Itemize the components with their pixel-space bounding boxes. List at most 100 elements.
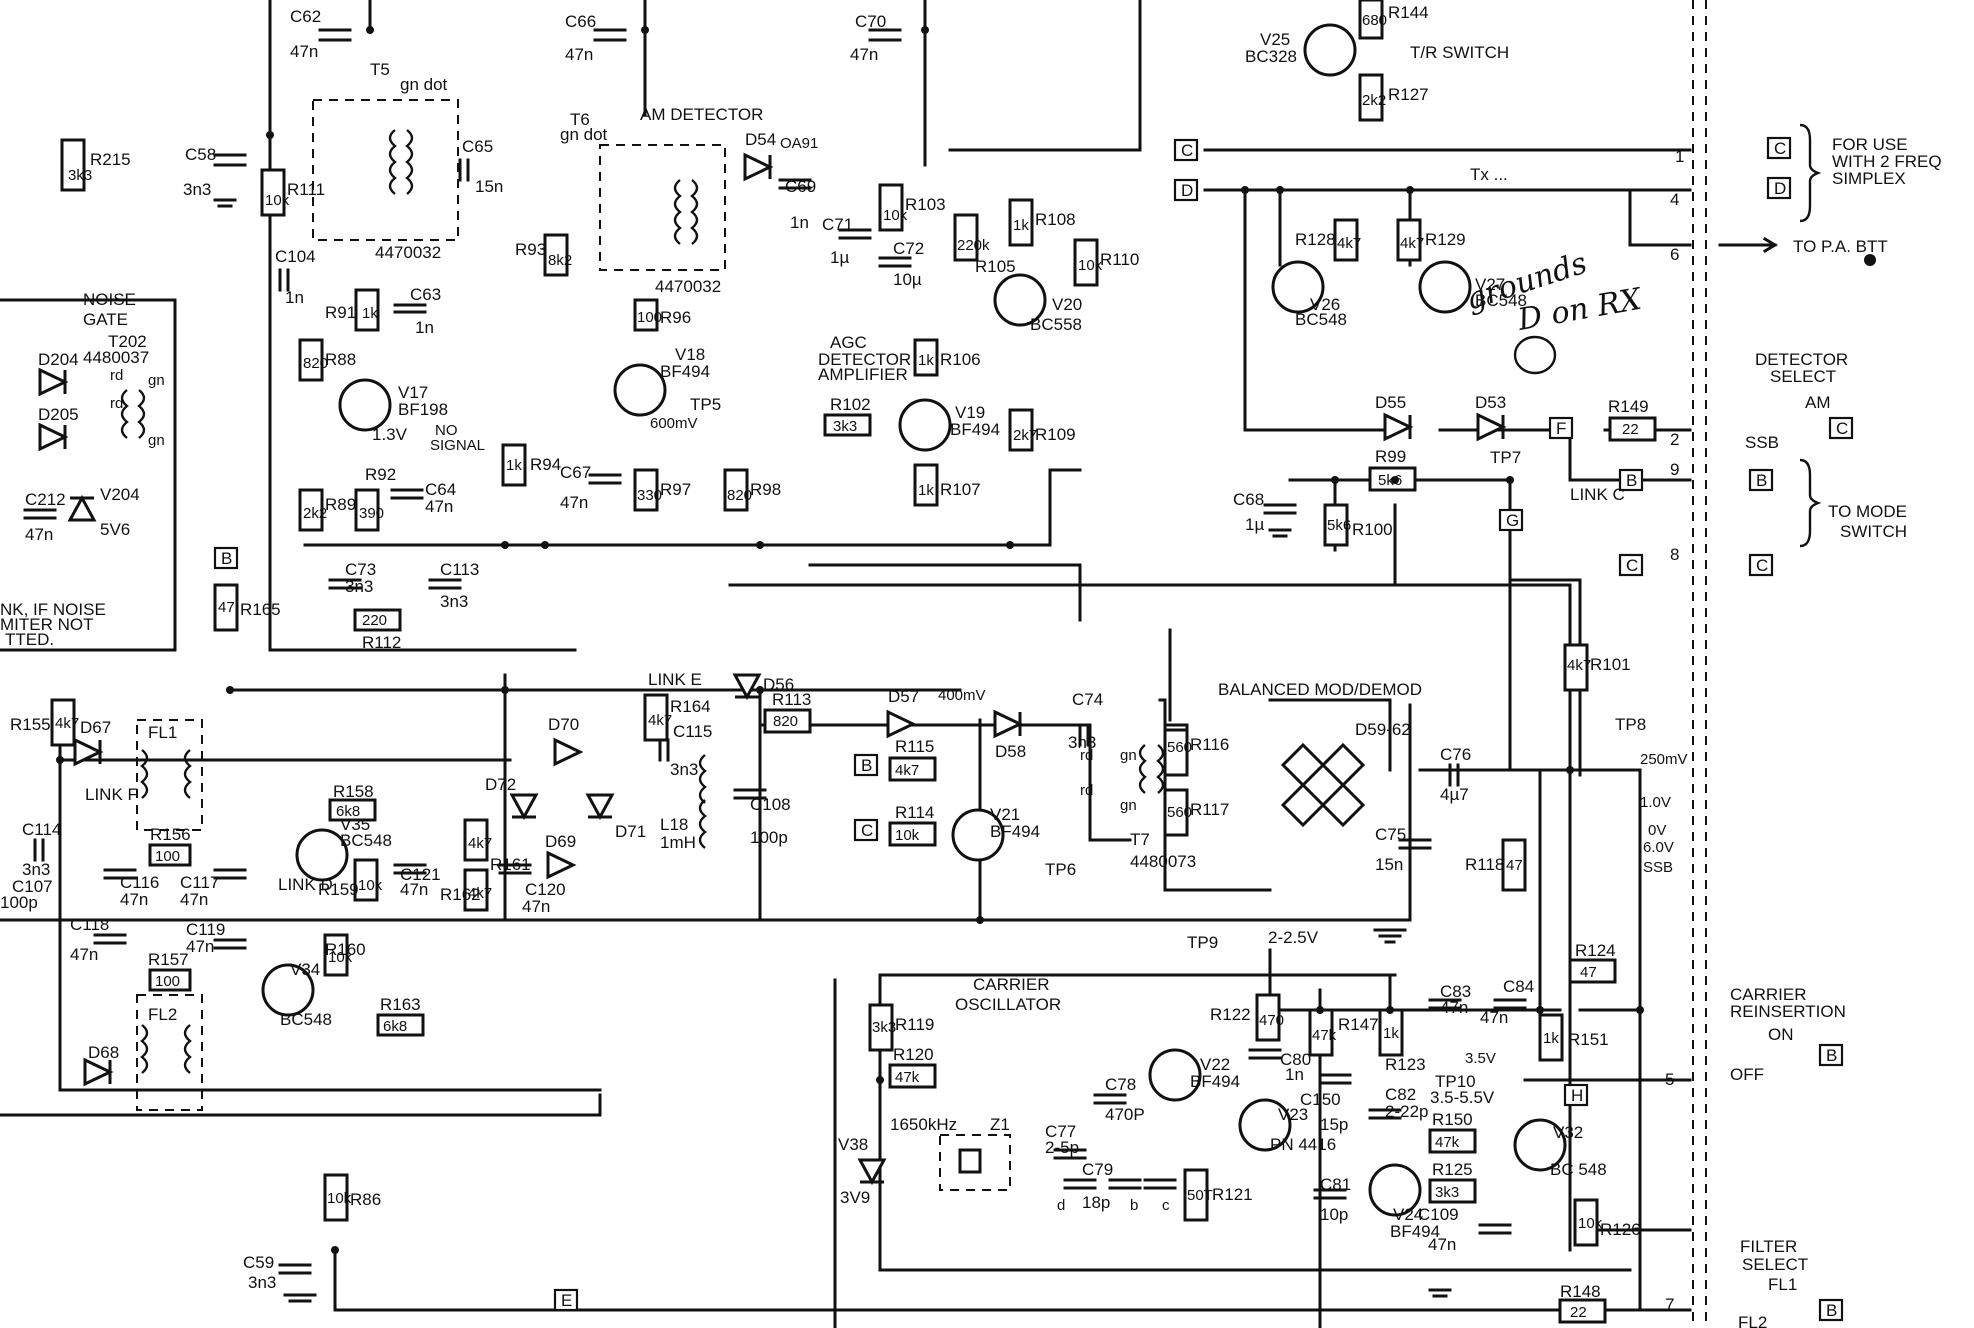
c63-ref: C63 [410,285,441,304]
r102-value: 3k3 [833,418,857,435]
c83-value: 47n [1440,998,1468,1017]
r109-ref: R109 [1035,425,1076,444]
c116-value: 47n [120,890,148,909]
r160-ref: R160 [325,940,366,959]
c117-ref: C117 [180,873,219,892]
v32-ref: V32 [1553,1123,1583,1142]
c66-ref: C66 [565,12,596,31]
c79-b: b [1130,1197,1138,1214]
tp10-level: 3.5-5.5V [1430,1088,1495,1107]
c121-value: 47n [400,880,428,899]
link-d-label: LINK D [278,875,333,894]
r93-value: 8k2 [548,252,572,269]
c67-ref: C67 [560,463,591,482]
c79-value: 18p [1082,1193,1110,1212]
r105-value: 220k [957,237,990,254]
r115-value: 4k7 [895,762,919,779]
t7-gn-top: gn [1120,747,1137,764]
oscillator-label: OSCILLATOR [955,995,1061,1014]
carrier-reinsertion-label: CARRIER [1730,985,1807,1004]
r156-ref: R156 [150,825,191,844]
tp5-label: TP5 [690,395,721,414]
r121-ref: R121 [1212,1185,1253,1204]
r112-value: 220 [362,612,387,629]
c120-ref: C120 [525,880,566,899]
r120-value: 47k [895,1069,920,1086]
r97-ref: R97 [660,480,691,499]
v26-type: BC548 [1295,310,1347,329]
carrier-label: CARRIER [973,975,1050,994]
r113-value: 820 [773,713,798,730]
r155-value: 4k7 [55,715,79,732]
link-c-label: LINK C [1570,485,1625,504]
c119-ref: C119 [186,920,225,939]
t5-outline [312,99,459,241]
d204-ref: D204 [38,350,79,369]
t6-ref: T6 [570,110,590,129]
r129-ref: R129 [1425,230,1466,249]
r215-value: 3k3 [68,167,92,184]
c62-value: 47n [290,42,318,61]
tr-switch-label: T/R SWITCH [1410,43,1509,62]
c212-value: 47n [25,525,53,544]
r164-value: 4k7 [648,712,672,729]
c115-value: 3n3 [670,760,698,779]
c115-ref: C115 [673,722,712,741]
conn-c-mode: C [1756,556,1768,575]
v19-ref: V19 [955,403,985,422]
r125-value: 3k3 [1435,1184,1459,1201]
v34-type: BC548 [280,1010,332,1029]
v25-type: BC328 [1245,47,1297,66]
r92-value: 390 [359,505,384,522]
r110-value: 10k [1078,257,1103,274]
c68-value: 1µ [1245,515,1264,534]
r165-value: 47 [218,599,235,616]
r121-value: 50T [1187,1187,1213,1204]
r112-ref: R112 [362,633,401,652]
tx-400mv: 400mV [938,687,986,704]
to-mode-label: TO MODE [1828,502,1907,521]
t202-rd-top: rd [110,367,123,384]
z1-ref: Z1 [990,1115,1010,1134]
r165-ref: R165 [240,600,281,619]
amplifier-label: AMPLIFIER [818,365,908,384]
conn-c-right: C [1774,139,1786,158]
c70-ref: C70 [855,12,886,31]
t202-rd-bottom: rd [110,395,123,412]
r98-value: 820 [727,487,752,504]
r155-ref: R155 [10,715,51,734]
reinsertion-label: REINSERTION [1730,1002,1846,1021]
tp8-label: TP8 [1615,715,1646,734]
v26-ref: V26 [1310,295,1340,314]
transformer-coils [120,129,1165,1074]
r86-value: 10k [327,1190,352,1207]
t7-part: 4480073 [1130,852,1196,871]
c107-value: 100p [0,893,38,912]
c72-value: 10µ [893,270,922,289]
r88-value: 820 [303,355,328,372]
tp8-0v: 0V [1648,822,1666,839]
r124-ref: R124 [1575,941,1616,960]
r124-value: 47 [1580,964,1597,981]
fl2-label: FL2 [148,1005,177,1024]
conn-e: E [561,1291,572,1310]
ground-symbols [213,198,1452,1303]
conn-b-filter: B [1826,1301,1837,1320]
conn-c-r114: C [861,821,873,840]
r161-value: 4k7 [468,835,492,852]
c64-value: 47n [425,497,453,516]
link-f-label: LINK F [85,785,138,804]
c77-value: 2-5p [1045,1138,1079,1157]
r114-value: 10k [895,827,920,844]
v32-type: BC 548 [1550,1160,1607,1179]
t5-part: 4470032 [375,243,441,262]
handwritten-d-circle [1513,335,1557,375]
d58-ref: D58 [995,742,1026,761]
tp6-label: TP6 [1045,860,1076,879]
r116-ref: R116 [1190,735,1229,754]
r93-ref: R93 [515,240,546,259]
conn-h: H [1571,1086,1583,1105]
t5-note: gn dot [400,75,448,94]
fl1-label: FL1 [148,723,177,742]
d68-ref: D68 [88,1043,119,1062]
